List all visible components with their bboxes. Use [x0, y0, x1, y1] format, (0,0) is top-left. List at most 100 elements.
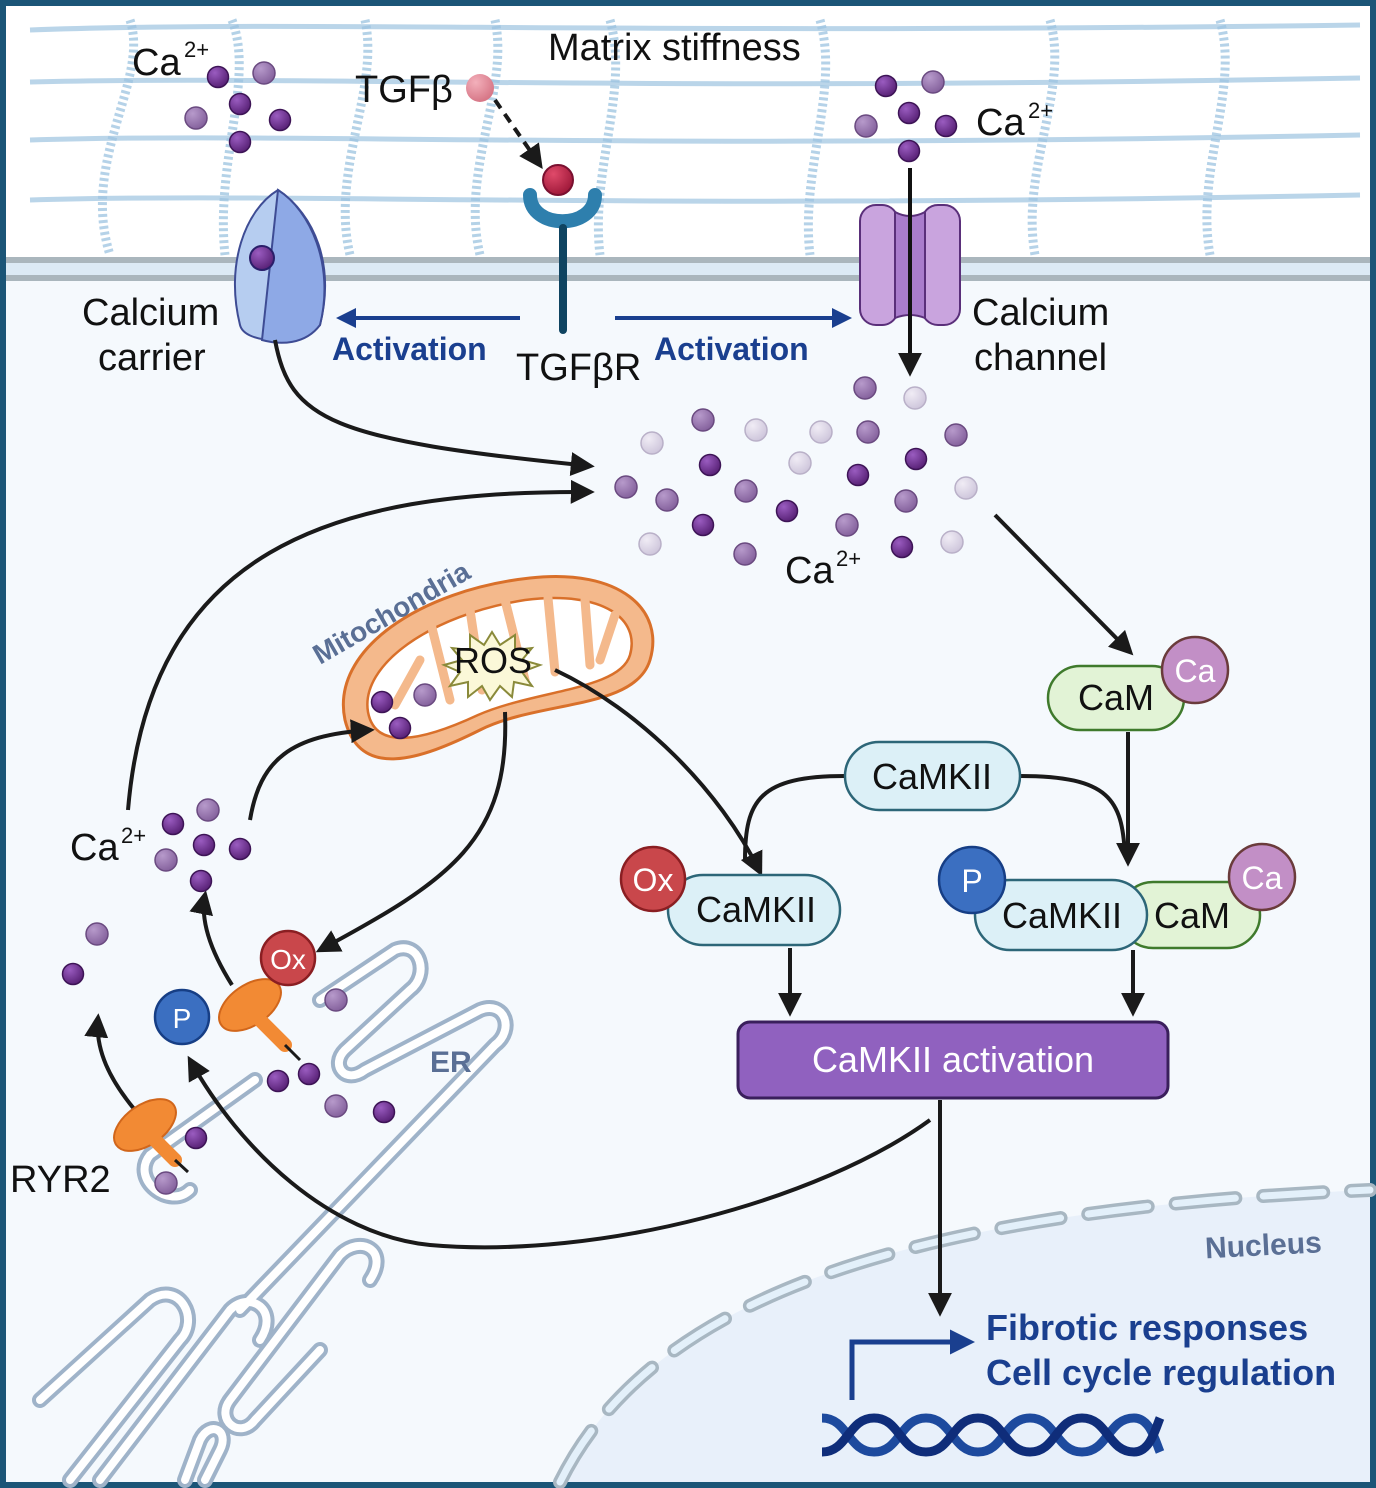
calcium-ion [897, 101, 921, 125]
matrix-stiffness-title: Matrix stiffness [548, 27, 801, 69]
calcium-ion [228, 92, 252, 116]
calcium-ion [206, 65, 230, 89]
ros-to-camkii-arrow [554, 668, 763, 877]
svg-text:Ca: Ca [1242, 860, 1283, 896]
calcium-ion [940, 530, 964, 554]
calcium-ion [734, 479, 758, 503]
ca-charge-cytosol: 2+ [836, 546, 861, 571]
oxidized-camkii-node: CaMKII Ox [619, 845, 842, 947]
calcium-ion [614, 475, 638, 499]
calcium-ion [61, 962, 85, 986]
tgfbr-label: TGFβR [516, 347, 641, 389]
ryr2-ox-badge: Ox [259, 929, 317, 987]
calcium-ion [413, 683, 437, 707]
plasma-membrane [6, 257, 1370, 281]
svg-text:CaMKII activation: CaMKII activation [812, 1039, 1094, 1080]
activation-feedback-arrow [187, 1055, 932, 1250]
calcium-ion [934, 114, 958, 138]
calcium-ion [161, 812, 185, 836]
calcium-ion [228, 837, 252, 861]
calcium-ion [698, 453, 722, 477]
svg-text:CaMKII: CaMKII [872, 756, 992, 797]
svg-text:CaM: CaM [1154, 895, 1230, 936]
svg-text:Ox: Ox [270, 944, 306, 975]
ryr2-channel-upper [218, 978, 302, 1062]
extracellular-matrix [29, 18, 1361, 257]
dna-helix [821, 1413, 1165, 1457]
calcium-ion [192, 833, 216, 857]
calcium-channel [859, 204, 961, 326]
cam-node: CaM Ca [1046, 635, 1230, 732]
ca-charge-left: 2+ [121, 823, 146, 848]
outcome-cell-cycle-regulation: Cell cycle regulation [986, 1352, 1336, 1393]
ca-label-top-left: Ca [132, 42, 181, 84]
svg-text:Ca: Ca [1175, 653, 1216, 689]
calcium-ion [788, 451, 812, 475]
calcium-channel-label-line2: channel [974, 337, 1107, 379]
svg-text:CaM: CaM [1078, 677, 1154, 718]
calcium-carrier-label-line2: carrier [98, 337, 206, 379]
camkii-activation-box: CaMKII activation [736, 1020, 1170, 1100]
bound-calcium-ion [249, 245, 275, 271]
ros-to-ryr2-arrow [315, 711, 508, 953]
calcium-ion [196, 798, 220, 822]
tgfb-ligand [466, 74, 494, 102]
ryr2-release-arrow-lower [84, 1013, 137, 1112]
calcium-ion [184, 106, 208, 130]
endoplasmic-reticulum [32, 940, 514, 1488]
calcium-ion [154, 848, 178, 872]
calcium-ion [744, 418, 768, 442]
calcium-ion [266, 1069, 290, 1093]
activation-label-right: Activation [654, 331, 809, 367]
carrier-to-cytosol-arrow [273, 339, 595, 477]
ros-burst [441, 630, 544, 702]
calcium-ion [691, 408, 715, 432]
calcium-ion [324, 1094, 348, 1118]
calcium-ion [854, 114, 878, 138]
calcium-ion [691, 513, 715, 537]
calcium-ion [894, 489, 918, 513]
calcium-ion [388, 716, 412, 740]
camkii-node: CaMKII [843, 740, 1022, 812]
calcium-ion [370, 690, 394, 714]
mito-uptake-arrow [248, 719, 375, 821]
er-release-to-cytosol-arrow [126, 479, 595, 811]
calcium-ion [856, 420, 880, 444]
tgfb-receptor [523, 164, 602, 334]
calcium-ion [846, 463, 870, 487]
ryr2-label: RYR2 [10, 1159, 111, 1201]
ryr2-channel-lower [113, 1098, 190, 1174]
calcium-ions [61, 61, 978, 1195]
calcium-ion [268, 108, 292, 132]
ca-label-cytosol: Ca [785, 550, 834, 592]
calcium-to-cam-arrow [993, 513, 1134, 656]
ca-charge-top-right: 2+ [1028, 98, 1053, 123]
ryr2-p-badge: P [153, 988, 211, 1046]
calcium-ion [775, 499, 799, 523]
nucleus-label: Nucleus [1204, 1226, 1322, 1265]
calcium-ion [809, 420, 833, 444]
camkii-left-branch [743, 774, 846, 861]
calcium-ion [903, 386, 927, 410]
ca-label-top-right: Ca [976, 102, 1025, 144]
calcium-carrier [233, 188, 327, 344]
calcium-ion [228, 130, 252, 154]
calcium-ion [297, 1062, 321, 1086]
calcium-ion [954, 476, 978, 500]
ros-label: ROS [454, 640, 532, 681]
calcium-ion [733, 542, 757, 566]
svg-text:Ox: Ox [633, 862, 674, 898]
camkii-right-branch [1019, 774, 1127, 856]
calcium-ion [835, 513, 859, 537]
phosphorylated-camkii-cam-complex: CaM CaMKII P Ca [937, 842, 1297, 952]
calcium-ion [638, 532, 662, 556]
calcium-ion [324, 988, 348, 1012]
calcium-channel-label-line1: Calcium [972, 292, 1109, 334]
ryr2-release-arrow-upper [189, 890, 234, 987]
activation-label-left: Activation [332, 331, 487, 367]
svg-text:CaMKII: CaMKII [1002, 895, 1122, 936]
calcium-ion [874, 74, 898, 98]
ca-label-left: Ca [70, 827, 119, 869]
calcium-ion [154, 1171, 178, 1195]
calcium-ion [921, 70, 945, 94]
